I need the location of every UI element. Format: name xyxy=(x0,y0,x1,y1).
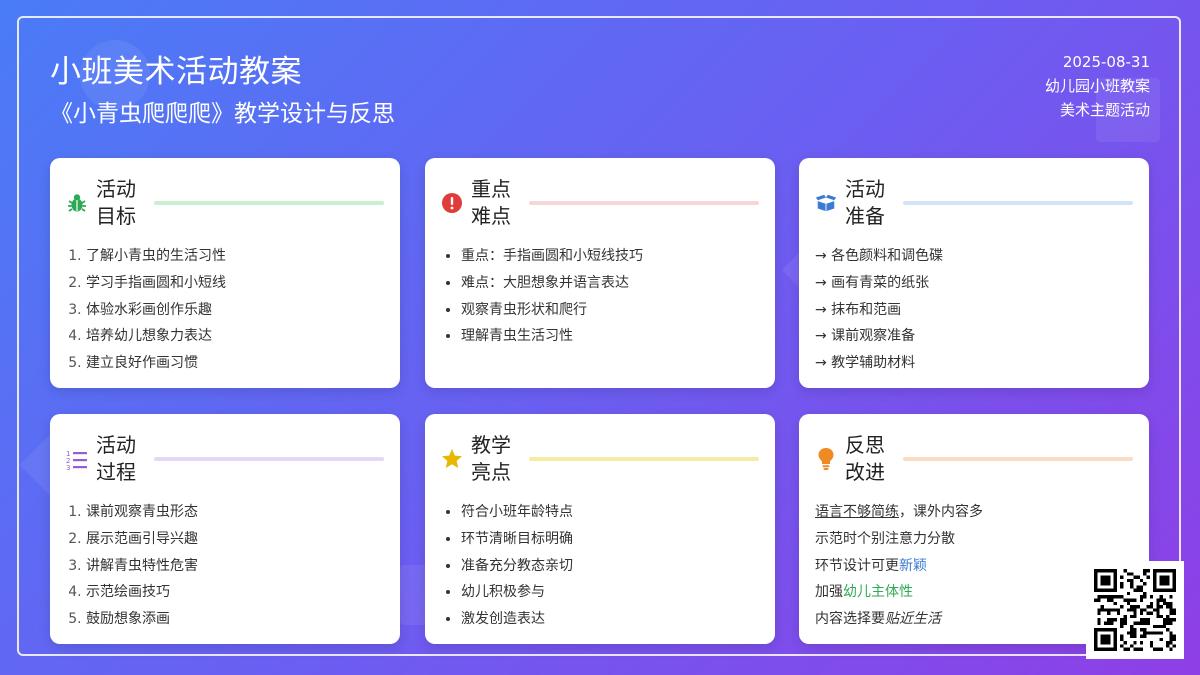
list-item: 体验水彩画创作乐趣 xyxy=(86,297,226,324)
title-divider xyxy=(154,201,384,205)
card-title: 教学亮点 xyxy=(471,433,511,484)
list-item: 环节设计可更新颖 xyxy=(815,553,983,580)
card-key-points: 重点难点 重点：手指画圆和小短线技巧 难点：大胆想象并语言表达 观察青虫形状和爬… xyxy=(425,158,775,388)
svg-text:2: 2 xyxy=(66,457,70,465)
text: 环节设计可更 xyxy=(815,557,899,574)
title-divider xyxy=(903,457,1133,461)
list-item: 符合小班年龄特点 xyxy=(461,499,573,526)
list-item: 加强幼儿主体性 xyxy=(815,579,983,606)
card-activity-goals: 活动目标 了解小青虫的生活习性 学习手指画圆和小短线 体验水彩画创作乐趣 培养幼… xyxy=(50,158,400,388)
card-activity-process: 123 活动过程 课前观察青虫形态 展示范画引导兴趣 讲解青虫特性危害 示范绘画… xyxy=(50,414,400,644)
process-list: 课前观察青虫形态 展示范画引导兴趣 讲解青虫特性危害 示范绘画技巧 鼓励想象添画 xyxy=(70,499,198,633)
highlight-text: 幼儿主体性 xyxy=(843,584,913,601)
list-item: 环节清晰目标明确 xyxy=(461,526,573,553)
card-title: 活动准备 xyxy=(845,177,885,228)
list-item: 重点：手指画圆和小短线技巧 xyxy=(461,243,643,270)
focus-list: 重点：手指画圆和小短线技巧 难点：大胆想象并语言表达 观察青虫形状和爬行 理解青… xyxy=(445,243,643,350)
meta-line: 美术主题活动 xyxy=(1059,101,1150,119)
list-item: 学习手指画圆和小短线 xyxy=(86,270,226,297)
text: 加强 xyxy=(815,584,843,601)
card-title: 反思改进 xyxy=(845,433,885,484)
list-item: 示范时个别注意力分散 xyxy=(815,530,955,547)
card-title: 重点难点 xyxy=(471,177,511,228)
header-meta: 2025-08-31 幼儿园小班教案 美术主题活动 xyxy=(1045,50,1150,122)
list-item: 展示范画引导兴趣 xyxy=(86,526,198,553)
text: ，课外内容多 xyxy=(899,504,983,520)
meta-line: 幼儿园小班教案 xyxy=(1044,77,1150,95)
title-divider xyxy=(529,457,759,461)
list-item: 建立良好作画习惯 xyxy=(86,350,226,377)
title-divider xyxy=(529,201,759,205)
page-title: 小班美术活动教案 xyxy=(50,54,302,90)
card-preparation: 活动准备 → 各色颜料和调色碟 → 画有青菜的纸张 → 抹布和范画 → 课前观察… xyxy=(799,158,1149,388)
highlights-list: 符合小班年龄特点 环节清晰目标明确 准备充分教态亲切 幼儿积极参与 激发创造表达 xyxy=(445,499,573,633)
card-reflection: 反思改进 语言不够简练，课外内容多 示范时个别注意力分散 环节设计可更新颖 加强… xyxy=(799,414,1149,644)
card-title: 活动过程 xyxy=(96,433,136,484)
text: 内容选择要 xyxy=(815,611,885,628)
reflection-list: 语言不够简练，课外内容多 示范时个别注意力分散 环节设计可更新颖 加强幼儿主体性… xyxy=(815,499,983,633)
box-open-icon xyxy=(815,192,837,214)
list-item: 内容选择要贴近生活 xyxy=(815,606,983,633)
list-item: → 画有青菜的纸张 xyxy=(815,274,930,291)
list-item: 准备充分教态亲切 xyxy=(461,553,573,580)
bug-icon xyxy=(66,192,88,214)
title-divider xyxy=(154,457,384,461)
qr-code xyxy=(1086,561,1184,659)
underlined-text: 语言不够简练 xyxy=(815,504,899,520)
svg-text:3: 3 xyxy=(66,464,70,470)
list-item: 幼儿积极参与 xyxy=(461,579,573,606)
exclamation-circle-icon xyxy=(441,192,463,214)
list-item: 课前观察青虫形态 xyxy=(86,499,198,526)
card-title: 活动目标 xyxy=(96,177,136,228)
date-label: 2025-08-31 xyxy=(1062,53,1150,71)
italic-text: 贴近生活 xyxy=(885,611,941,628)
list-item: 激发创造表达 xyxy=(461,606,573,633)
title-divider xyxy=(903,201,1133,205)
list-item: 培养幼儿想象力表达 xyxy=(86,323,226,350)
list-item: → 教学辅助材料 xyxy=(815,355,916,372)
lightbulb-icon xyxy=(815,448,837,470)
list-item: → 抹布和范画 xyxy=(815,301,902,318)
list-item: 难点：大胆想象并语言表达 xyxy=(461,270,643,297)
prep-list: → 各色颜料和调色碟 → 画有青菜的纸张 → 抹布和范画 → 课前观察准备 → … xyxy=(815,243,943,377)
page-subtitle: 《小青虫爬爬爬》教学设计与反思 xyxy=(50,101,395,127)
list-item: 理解青虫生活习性 xyxy=(461,323,643,350)
list-item: 讲解青虫特性危害 xyxy=(86,553,198,580)
goals-list: 了解小青虫的生活习性 学习手指画圆和小短线 体验水彩画创作乐趣 培养幼儿想象力表… xyxy=(70,243,226,377)
highlight-text: 新颖 xyxy=(899,557,927,574)
list-item: 语言不够简练，课外内容多 xyxy=(815,499,983,526)
list-item: 示范绘画技巧 xyxy=(86,579,198,606)
card-teaching-highlights: 教学亮点 符合小班年龄特点 环节清晰目标明确 准备充分教态亲切 幼儿积极参与 激… xyxy=(425,414,775,644)
decor-square xyxy=(1096,78,1160,142)
star-icon xyxy=(441,448,463,470)
svg-text:1: 1 xyxy=(66,450,70,458)
page-frame xyxy=(17,16,1181,656)
list-item: → 课前观察准备 xyxy=(815,328,916,345)
list-item: → 各色颜料和调色碟 xyxy=(815,248,944,264)
decor-circle xyxy=(80,40,150,110)
list-item: 观察青虫形状和爬行 xyxy=(461,297,643,324)
list-item: 鼓励想象添画 xyxy=(86,606,198,633)
list-item: 了解小青虫的生活习性 xyxy=(86,243,226,270)
